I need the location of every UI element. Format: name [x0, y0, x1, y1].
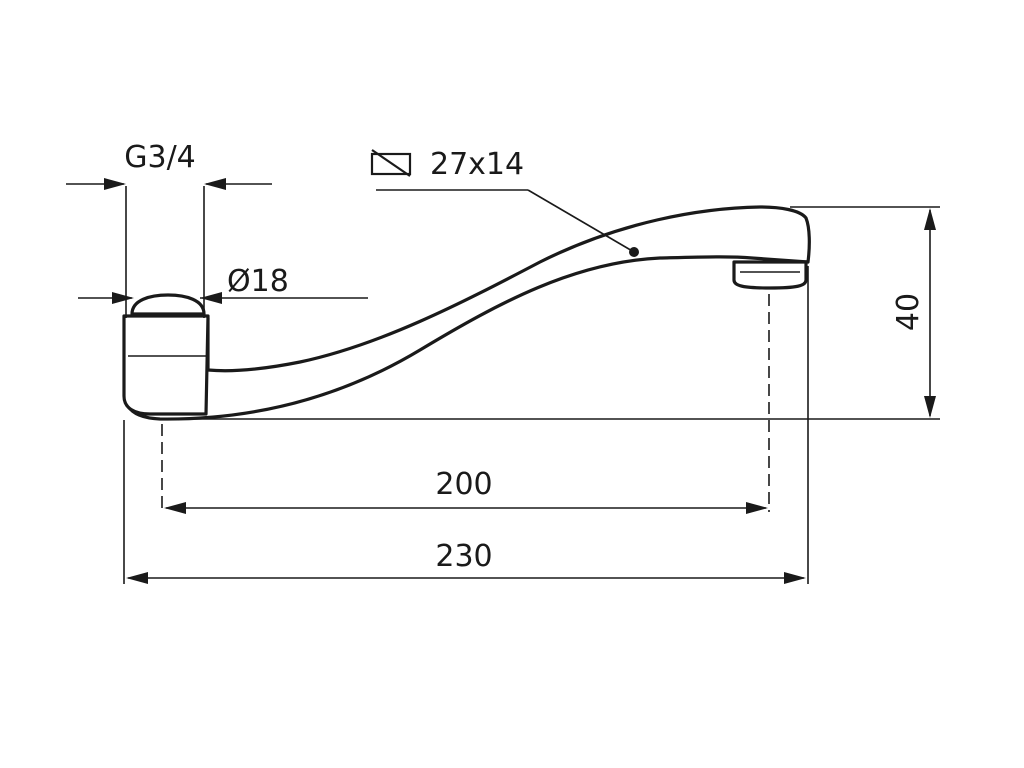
rectangular-section-icon — [370, 149, 412, 177]
diameter-dimension: Ø18 — [78, 264, 368, 304]
overall-length-arrowhead-left — [126, 572, 148, 584]
diameter-arrowhead-right — [200, 292, 222, 304]
inner-length-arrowhead-right — [746, 502, 768, 514]
thread-label: G3/4 — [124, 140, 196, 175]
nut-cap — [130, 293, 206, 316]
thread-arrowhead-right — [204, 178, 226, 190]
spout-body — [123, 205, 811, 421]
section-label: 27x14 — [430, 147, 524, 182]
diameter-arrowhead-left — [112, 292, 134, 304]
inner-length-label: 200 — [435, 467, 492, 502]
section-callout: 27x14 — [370, 147, 635, 253]
height-dimension: 40 — [160, 206, 940, 420]
thread-arrowhead-left — [104, 178, 126, 190]
inner-length-dimension: 200 — [161, 294, 770, 514]
inner-length-arrowhead-left — [164, 502, 186, 514]
overall-length-dimension: 230 — [123, 266, 809, 584]
height-arrowhead-top — [924, 208, 936, 230]
aerator — [732, 260, 808, 290]
diameter-label: Ø18 — [227, 264, 289, 299]
height-label: 40 — [891, 293, 926, 331]
height-arrowhead-bottom — [924, 396, 936, 418]
section-leader-diagonal — [527, 189, 635, 253]
overall-length-label: 230 — [435, 539, 492, 574]
spout-nut — [122, 314, 210, 416]
spout-outline — [122, 205, 811, 421]
overall-length-arrowhead-right — [784, 572, 806, 584]
